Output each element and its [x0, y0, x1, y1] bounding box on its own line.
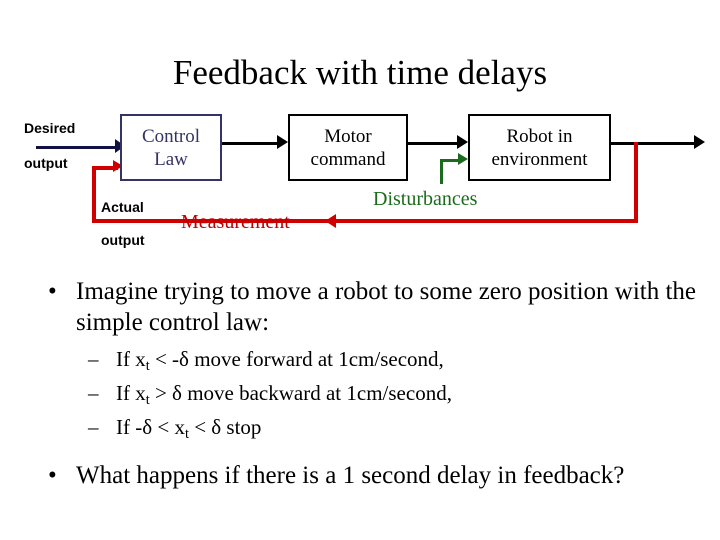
label-desired: Desired — [24, 120, 76, 136]
bullet-marker-icon: • — [48, 461, 57, 489]
disturbance-horizontal-line — [440, 159, 461, 162]
robot-output-arrowhead-icon — [694, 135, 705, 149]
bullet-marker-icon: • — [48, 278, 57, 305]
sub-bullet-suffix: < -δ move forward at 1cm/second, — [149, 347, 444, 371]
block-control-law-line2: Law — [154, 148, 188, 170]
disturbance-vertical-line — [440, 160, 443, 184]
bullet-text: Imagine trying to move a robot to some z… — [76, 278, 697, 336]
sub-bullet-suffix: > δ move backward at 1cm/second, — [149, 380, 452, 405]
block-motor-command: Motor command — [288, 114, 408, 181]
bullet-text: What happens if there is a 1 second dela… — [76, 461, 625, 489]
label-actual-output: output — [101, 232, 145, 248]
bullet-list: • Imagine trying to move a robot to some… — [0, 272, 720, 493]
block-robot-environment: Robot in environment — [468, 114, 611, 181]
feedback-into-control-line — [92, 166, 118, 170]
feedback-into-control-arrowhead-icon — [113, 160, 123, 172]
feedback-left-vertical-line — [92, 167, 96, 223]
desired-input-line — [36, 146, 118, 149]
motor-to-robot-line — [408, 142, 460, 145]
motor-to-robot-arrowhead-icon — [457, 135, 468, 149]
sub-bullet-prefix: If x — [116, 347, 146, 371]
sub-bullet-subscript: t — [145, 391, 150, 408]
feedback-bottom-horizontal-line — [92, 219, 638, 223]
feedback-right-vertical-line — [634, 142, 638, 222]
label-disturbances: Disturbances — [373, 188, 478, 210]
sub-bullet-marker-icon: – — [88, 380, 99, 405]
label-actual: Actual — [101, 199, 144, 215]
block-control-law-line1: Control — [141, 125, 201, 147]
sub-bullet-marker-icon: – — [88, 347, 99, 371]
sub-bullet-suffix: < δ stop — [188, 414, 262, 439]
block-motor-command-line1: Motor — [324, 125, 372, 147]
sub-bullet-item: – If xt > δ move backward at 1cm/second, — [0, 380, 720, 414]
robot-output-line — [611, 142, 697, 145]
feedback-arrowhead-icon — [325, 214, 336, 228]
block-motor-command-line2: command — [310, 148, 386, 170]
sub-bullet-subscript: t — [184, 425, 189, 442]
sub-bullet-prefix: If x — [116, 380, 146, 405]
sub-bullet-subscript: t — [145, 357, 150, 374]
bullet-item: • Imagine trying to move a robot to some… — [0, 276, 720, 338]
block-robot-environment-line2: environment — [491, 148, 588, 170]
page-title: Feedback with time delays — [172, 53, 548, 92]
label-measurement: Measurement — [181, 211, 290, 233]
sub-bullet-item: – If -δ < xt < δ stop — [0, 414, 720, 448]
bullet-item: • What happens if there is a 1 second de… — [0, 460, 720, 491]
sub-bullet-prefix: If -δ < x — [116, 414, 185, 439]
control-to-motor-arrowhead-icon — [277, 135, 288, 149]
block-robot-environment-line1: Robot in — [506, 125, 573, 147]
label-desired-output: output — [24, 155, 68, 171]
block-diagram: Control Law Motor command Robot in envir… — [24, 114, 705, 248]
block-control-law: Control Law — [120, 114, 222, 181]
sub-bullet-marker-icon: – — [88, 414, 99, 439]
sub-bullet-item: – If xt < -δ move forward at 1cm/second, — [0, 346, 720, 380]
control-to-motor-line — [222, 142, 280, 145]
disturbance-arrowhead-icon — [458, 153, 468, 165]
